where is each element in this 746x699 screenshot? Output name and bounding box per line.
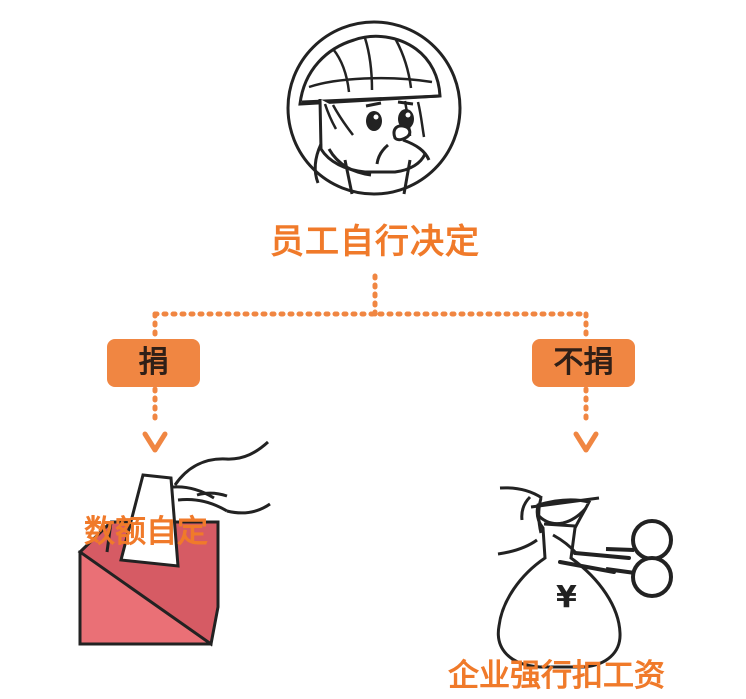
currency-symbol: ¥ xyxy=(556,580,577,615)
donation-box-icon xyxy=(77,473,220,647)
branch-no-donate: 不捐 xyxy=(532,339,635,387)
connector-lines xyxy=(152,273,589,424)
arrowheads xyxy=(142,431,599,453)
decision-title: 员工自行决定 xyxy=(270,222,480,262)
money-bag-icon: ¥ xyxy=(496,486,622,669)
hand-icon xyxy=(172,440,271,515)
branch-donate: 捐 xyxy=(107,339,200,387)
donate-result: 数额自定 xyxy=(84,514,208,550)
scissors-icon xyxy=(558,519,673,598)
no-donate-result: 企业强行扣工资 xyxy=(448,658,665,694)
worker-avatar-icon xyxy=(286,20,462,196)
